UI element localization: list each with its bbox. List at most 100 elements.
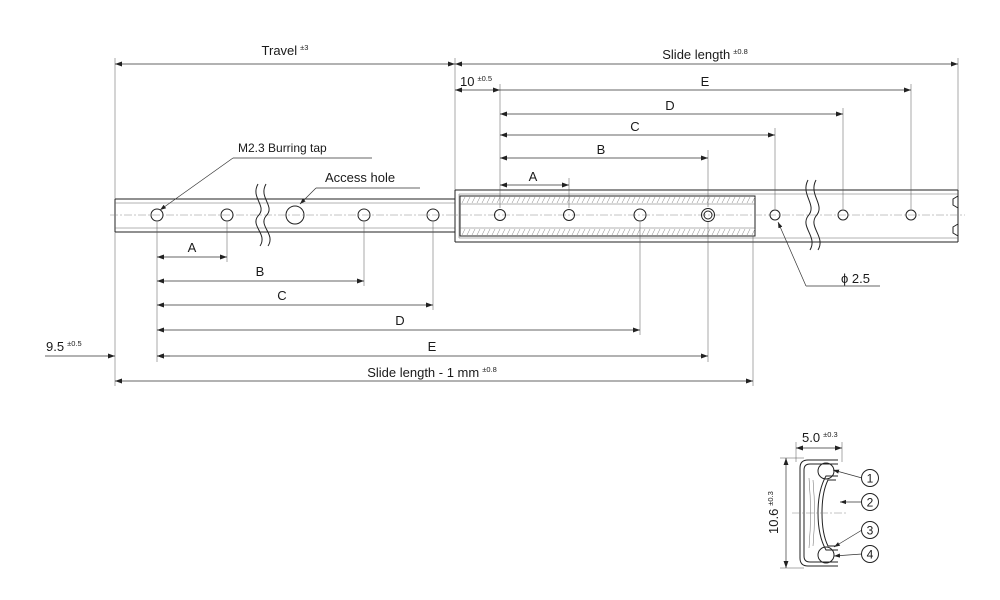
hatch-stroke (526, 228, 531, 236)
hatch-stroke (606, 196, 611, 204)
break-mark-left (255, 183, 271, 247)
hatch-stroke (646, 228, 651, 236)
hatch-stroke (576, 196, 581, 204)
hatch-stroke (726, 196, 731, 204)
hatch-stroke (741, 228, 746, 236)
hatch-stroke (621, 228, 626, 236)
hatch-stroke (526, 196, 531, 204)
hatch-stroke (646, 196, 651, 204)
callout-1-label: 1 (867, 472, 874, 486)
hatch-stroke (641, 228, 646, 236)
hatch-stroke (651, 228, 656, 236)
hatch-stroke (626, 228, 631, 236)
hatch-stroke (586, 228, 591, 236)
height-label: 10.6±0.3 (766, 491, 781, 534)
hatch-stroke (521, 196, 526, 204)
bottom-dim-A-label: A (188, 240, 197, 255)
hatch-stroke (731, 196, 736, 204)
hatch-stroke (691, 196, 696, 204)
hole (769, 209, 781, 221)
hatch-stroke (481, 228, 486, 236)
hatch-stroke (491, 228, 496, 236)
ball-cage (459, 195, 756, 237)
hatch-stroke (501, 228, 506, 236)
top-dim-D-label: D (665, 98, 674, 113)
hatch-stroke (541, 196, 546, 204)
hatch-stroke (516, 228, 521, 236)
hatch-stroke (561, 228, 566, 236)
hatch-stroke (731, 228, 736, 236)
access-hole (285, 205, 305, 225)
hatch-stroke (746, 228, 751, 236)
hatch-stroke (461, 196, 466, 204)
hatch-stroke (561, 196, 566, 204)
hatch-stroke (601, 228, 606, 236)
hatch-stroke (486, 228, 491, 236)
hatch-stroke (666, 196, 671, 204)
hatch-stroke (751, 228, 756, 236)
hatch-stroke (531, 196, 536, 204)
hatch-stroke (466, 196, 471, 204)
burring-tap-hole (150, 208, 164, 222)
top-extension-lines (114, 58, 959, 209)
hatch-stroke (606, 228, 611, 236)
hatch-stroke (691, 228, 696, 236)
hatch-stroke (511, 196, 516, 204)
break-mark-right (805, 179, 821, 251)
hatch-stroke (506, 228, 511, 236)
hatch-stroke (536, 196, 541, 204)
hatch-stroke (656, 228, 661, 236)
hole (701, 208, 715, 222)
hatch-stroke (741, 196, 746, 204)
hatch-stroke (591, 196, 596, 204)
callout-4-circle (861, 545, 879, 563)
hatch-stroke (591, 228, 596, 236)
hole (703, 210, 713, 220)
hatch-stroke (746, 196, 751, 204)
bottom-dim-D-label: D (395, 313, 404, 328)
hatch-stroke (706, 196, 711, 204)
hatch-stroke (706, 228, 711, 236)
hole (905, 209, 917, 221)
hole (357, 208, 371, 222)
top-dim-B-label: B (597, 142, 606, 157)
hatch-stroke (626, 196, 631, 204)
callout-2-circle (861, 493, 879, 511)
hatch-stroke (611, 196, 616, 204)
ten-label: 10±0.5 (460, 74, 492, 89)
hatch-stroke (536, 228, 541, 236)
hatch-stroke (571, 228, 576, 236)
bottom-dim-C-label: C (277, 288, 286, 303)
hatch-stroke (636, 228, 641, 236)
hatch-stroke (671, 228, 676, 236)
bottom-dim-B-label: B (256, 264, 265, 279)
hatch-stroke (581, 228, 586, 236)
slide-length-minus-label: Slide length - 1 mm±0.8 (367, 365, 497, 380)
hatch-stroke (661, 228, 666, 236)
hatch-stroke (611, 228, 616, 236)
top-dim-C-label: C (630, 119, 639, 134)
hatch-stroke (521, 228, 526, 236)
hatch-stroke (546, 196, 551, 204)
hatch-stroke (551, 196, 556, 204)
hole (633, 208, 647, 222)
hatch-stroke (616, 196, 621, 204)
burring-tap-leader (159, 157, 372, 211)
hatch-stroke (486, 196, 491, 204)
access-hole-leader (299, 187, 420, 205)
hatch-stroke (716, 196, 721, 204)
hatch-stroke (681, 196, 686, 204)
hatch-stroke (471, 196, 476, 204)
hatch-stroke (676, 228, 681, 236)
hatch-stroke (511, 228, 516, 236)
hatch-stroke (576, 228, 581, 236)
hatch-stroke (461, 228, 466, 236)
hatch-stroke (581, 196, 586, 204)
hatch-stroke (571, 196, 576, 204)
slide-length-label: Slide length±0.8 (662, 47, 748, 62)
hatch-stroke (476, 228, 481, 236)
hatch-stroke (546, 228, 551, 236)
hatch-stroke (556, 228, 561, 236)
hatch-stroke (621, 196, 626, 204)
hatch-stroke (721, 196, 726, 204)
